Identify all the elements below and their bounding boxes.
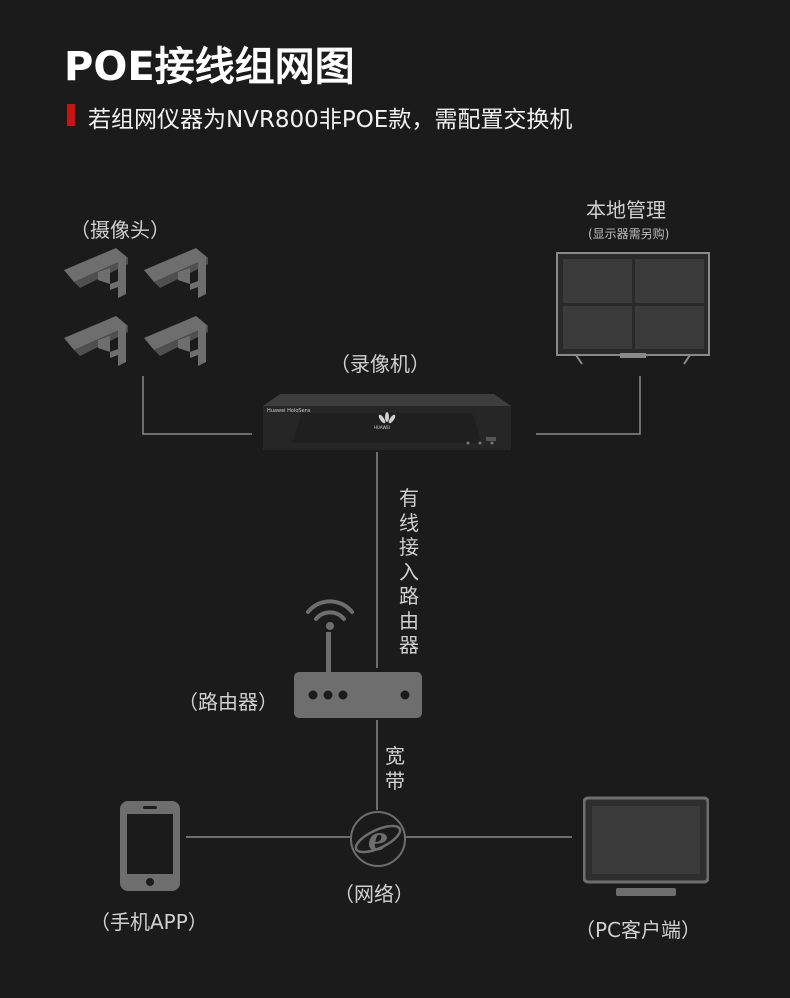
monitor-note-label: (显示器需另购): [588, 227, 670, 241]
subtitle-accent-bar: [67, 104, 75, 126]
svg-text:e: e: [368, 820, 388, 858]
wired-router-label: 有线接入路由器: [399, 486, 419, 657]
page-title: POE接线组网图: [64, 44, 355, 90]
monitor-icon: [556, 252, 710, 365]
phone-app-label: （手机APP）: [90, 910, 208, 934]
page-subtitle: 若组网仪器为NVR800非POE款，需配置交换机: [88, 107, 573, 133]
internet-explorer-icon: e: [350, 811, 406, 867]
nvr-brand-text: Huawei HoloSens: [267, 408, 311, 414]
router-icon: [294, 632, 422, 718]
pc-client-label: （PC客户端）: [575, 918, 702, 942]
wifi-signal-icon: [306, 599, 354, 630]
desktop-monitor-icon: [583, 796, 709, 896]
security-camera-icon: [64, 248, 208, 366]
local-management-label: 本地管理: [586, 198, 666, 222]
nvr-recorder-icon: Huawei HoloSens HUAWEI: [262, 393, 512, 453]
nvr-logo-text: HUAWEI: [374, 425, 391, 430]
network-label: （网络）: [334, 882, 414, 906]
cameras-label: （摄像头）: [70, 218, 170, 242]
recorder-label: （录像机）: [330, 352, 430, 376]
smartphone-icon: [120, 801, 180, 891]
camera-to-nvr-line: [142, 376, 252, 435]
router-label: （路由器）: [178, 690, 278, 714]
monitor-to-nvr-line: [536, 376, 641, 435]
broadband-label: 宽带: [385, 744, 405, 793]
